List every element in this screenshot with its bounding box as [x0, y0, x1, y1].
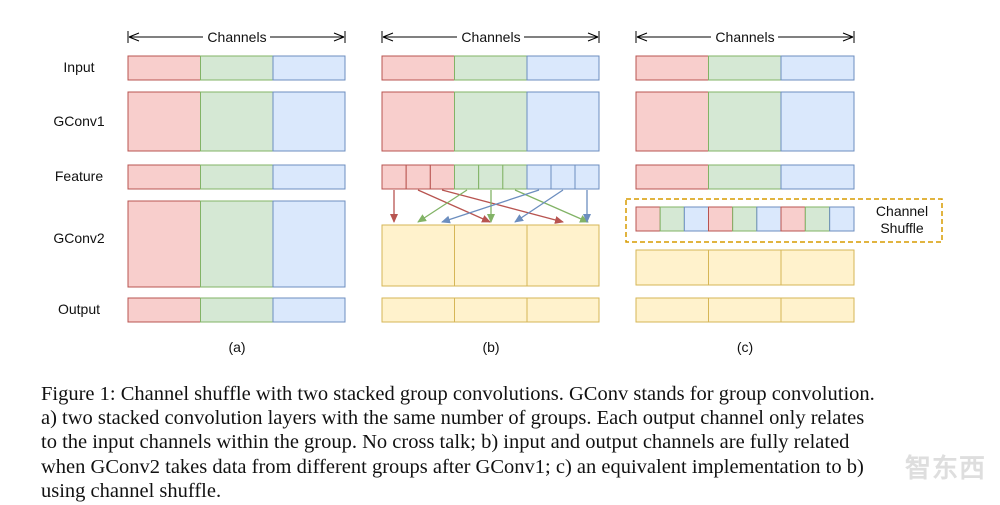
channels-header-a: Channels	[127, 29, 346, 45]
channels-label-a: Channels	[207, 29, 266, 45]
panel-c: Channel Shuffle (c)	[625, 55, 943, 355]
row-label-gconv1: GConv1	[53, 113, 105, 129]
row-label-gconv2: GConv2	[53, 230, 105, 246]
gconv2-block-b	[381, 224, 600, 287]
caption-line: when GConv2 takes data from different gr…	[41, 455, 864, 478]
shuffle-arrows-b	[390, 189, 591, 224]
channels-header-c: Channels	[635, 29, 855, 45]
feature-subchannels-b	[381, 164, 600, 190]
channel-shuffle-dashed-box	[625, 198, 943, 243]
caption-line: using channel shuffle.	[41, 479, 222, 502]
input-row-a	[127, 55, 346, 81]
figure-caption: Figure 1: Channel shuffle with two stack…	[41, 382, 971, 503]
gconv1-block-c	[635, 91, 855, 152]
panel-label-b: (b)	[482, 339, 499, 355]
watermark: 智东西	[904, 454, 986, 484]
output-row-c	[635, 297, 855, 323]
row-label-feature: Feature	[55, 168, 103, 184]
output-row-a	[127, 297, 346, 323]
caption-line: a) two stacked convolution layers with t…	[41, 407, 865, 430]
panel-a: (a)	[127, 55, 346, 355]
row-label-output: Output	[58, 301, 100, 317]
caption-line: Figure 1: Channel shuffle with two stack…	[41, 383, 875, 405]
channels-label-c: Channels	[715, 29, 774, 45]
channels-header-b: Channels	[381, 29, 600, 45]
panel-label-c: (c)	[737, 339, 753, 355]
input-row-b	[381, 55, 600, 81]
channel-shuffle-figure: Input GConv1 Feature GConv2 Output Chann…	[53, 29, 943, 355]
gconv2-block-c	[635, 249, 855, 286]
feature-row-a	[127, 164, 346, 190]
panel-b: (b)	[381, 55, 600, 355]
caption-line: to the input channels within the group. …	[41, 431, 850, 454]
channel-shuffle-label-line2: Shuffle	[880, 220, 924, 236]
channel-shuffle-label-line1: Channel	[876, 203, 928, 219]
feature-row-c	[635, 164, 855, 190]
channels-label-b: Channels	[461, 29, 520, 45]
gconv2-block-a	[127, 200, 346, 288]
output-row-b	[381, 297, 600, 323]
gconv1-block-a	[127, 91, 346, 152]
input-row-c	[635, 55, 855, 81]
panel-label-a: (a)	[228, 339, 245, 355]
row-label-input: Input	[63, 59, 94, 75]
shuffled-subchannels-c	[635, 206, 855, 232]
gconv1-block-b	[381, 91, 600, 152]
